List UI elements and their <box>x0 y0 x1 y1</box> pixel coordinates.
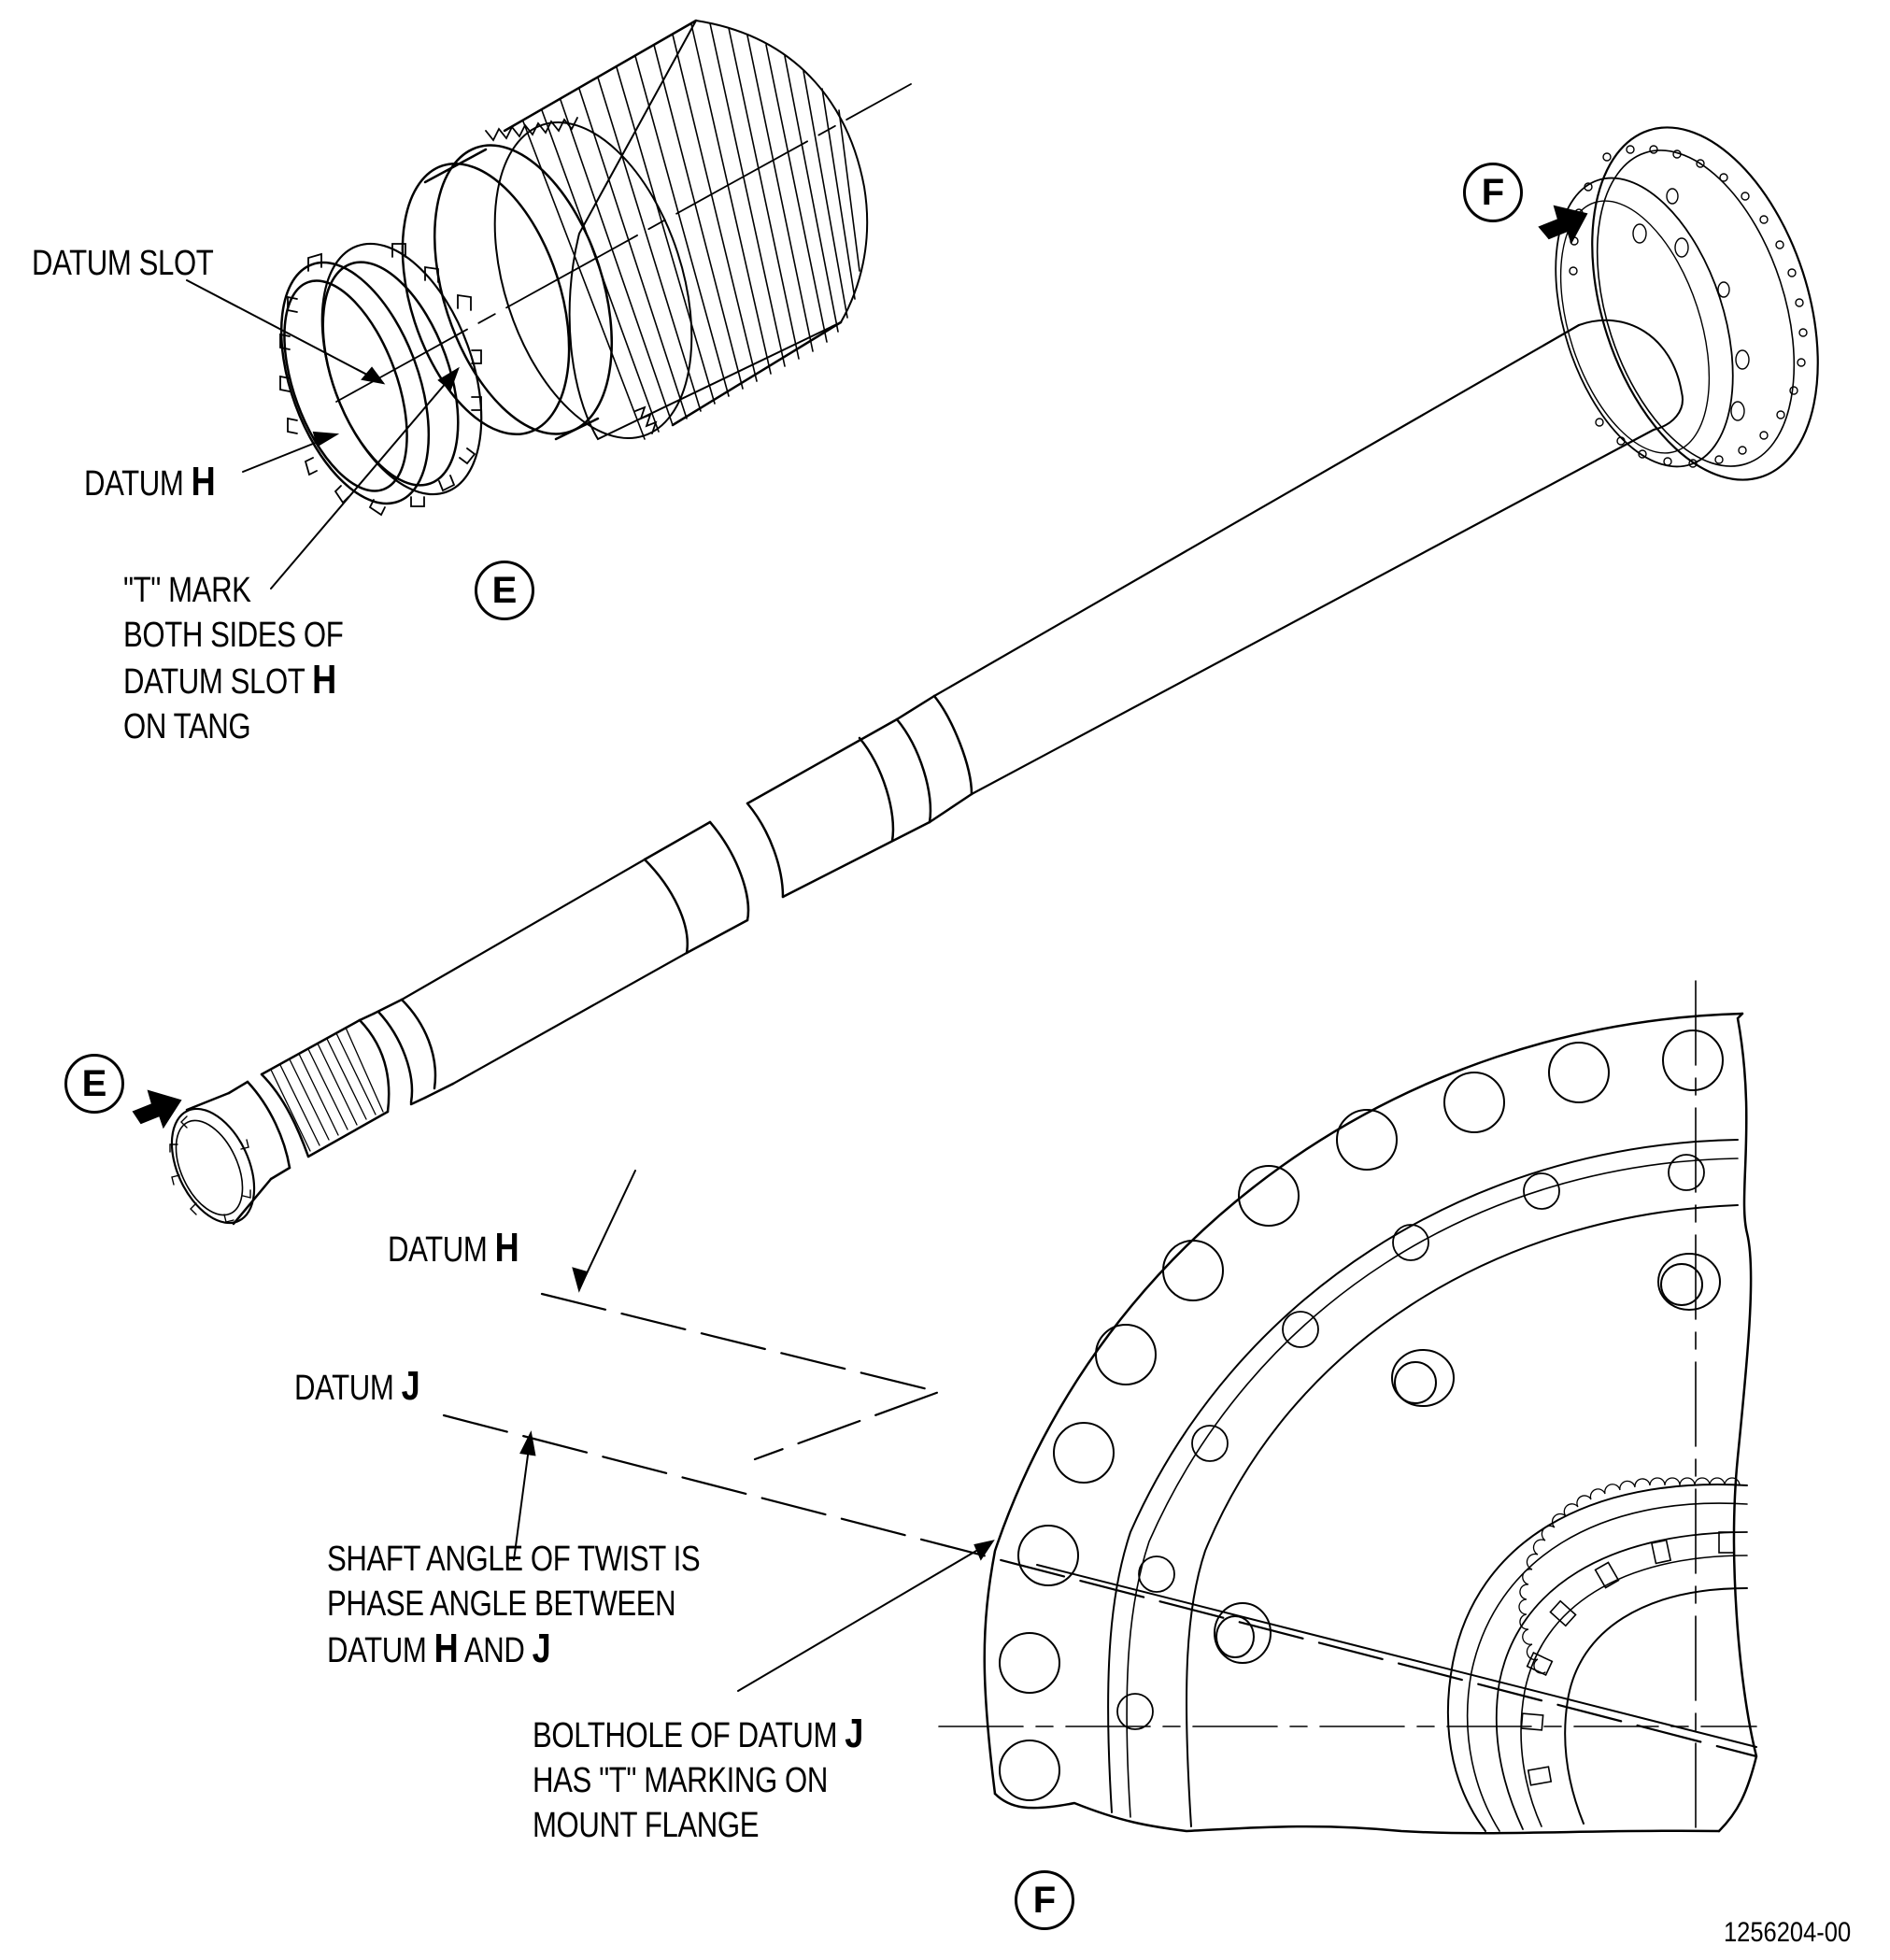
bolthole-line1-prefix: BOLTHOLE OF DATUM <box>533 1716 846 1755</box>
datum-j-letter: J <box>401 1363 420 1409</box>
t-mark-note: "T" MARK BOTH SIDES OF DATUM SLOT H ON T… <box>123 568 344 749</box>
datum-j-prefix: DATUM <box>294 1369 402 1408</box>
shaft-spline-teeth <box>270 1027 384 1152</box>
t-mark-line1: "T" MARK <box>123 571 251 610</box>
datum-h-mid-label: DATUM H <box>388 1226 519 1272</box>
datum-h-mid-letter: H <box>494 1225 519 1271</box>
twist-line1: SHAFT ANGLE OF TWIST IS <box>327 1540 701 1579</box>
datum-h-top-prefix: DATUM <box>84 464 192 504</box>
bolthole-note: BOLTHOLE OF DATUM J HAS "T" MARKING ON M… <box>533 1711 863 1848</box>
datum-slot-label: DATUM SLOT <box>32 244 214 283</box>
detail-e-callout: E <box>475 561 534 620</box>
twist-line3: DATUM H AND J <box>327 1626 700 1673</box>
flange-bolt-holes <box>1569 145 1808 468</box>
main-shaft <box>169 126 1819 1226</box>
bolthole-line3: MOUNT FLANGE <box>533 1806 760 1845</box>
figure-number: 1256204-00 <box>1724 1917 1852 1948</box>
view-arrow-e <box>132 1089 182 1129</box>
hub-serrations <box>1518 1477 1741 1674</box>
twist-line3-h: H <box>433 1626 459 1671</box>
detail-f-mount-flange <box>938 980 1758 1835</box>
bolthole-line1-letter: J <box>845 1711 863 1756</box>
twist-line3-prefix: DATUM <box>327 1631 434 1670</box>
t-mark-line4: ON TANG <box>123 707 251 746</box>
flange-countersunk-holes <box>1214 1253 1721 1664</box>
datum-h-mid-prefix: DATUM <box>388 1230 495 1270</box>
bolthole-line2: HAS "T" MARKING ON <box>533 1761 828 1800</box>
twist-line3-j: J <box>532 1626 551 1671</box>
hub-slots <box>1520 1531 1735 1786</box>
datum-angle-diagram <box>442 1170 1758 1758</box>
detail-e-spline-end <box>279 19 912 517</box>
view-e-callout: E <box>64 1054 124 1114</box>
view-f-callout: F <box>1463 163 1523 222</box>
datum-h-top-label: DATUM H <box>84 459 216 506</box>
flange-inner-bolt-holes <box>1116 1154 1705 1730</box>
detail-f-callout: F <box>1015 1870 1074 1930</box>
t-mark-line3-prefix: DATUM SLOT <box>123 662 313 702</box>
twist-line3-and: AND <box>458 1631 533 1670</box>
spline-teeth <box>522 22 860 440</box>
twist-angle-note: SHAFT ANGLE OF TWIST IS PHASE ANGLE BETW… <box>327 1537 701 1673</box>
t-mark-line2: BOTH SIDES OF <box>123 616 344 655</box>
t-mark-line3: DATUM SLOT H <box>123 658 343 704</box>
datum-h-top-letter: H <box>191 459 216 504</box>
t-mark-line3-letter: H <box>312 657 336 703</box>
detail-e-leaders <box>186 279 460 589</box>
datum-j-label: DATUM J <box>294 1363 420 1411</box>
bolthole-line1: BOLTHOLE OF DATUM J <box>533 1711 863 1758</box>
twist-line2: PHASE ANGLE BETWEEN <box>327 1584 676 1624</box>
flange-outer-bolt-holes <box>999 1030 1724 1801</box>
view-arrow-f <box>1538 205 1588 245</box>
